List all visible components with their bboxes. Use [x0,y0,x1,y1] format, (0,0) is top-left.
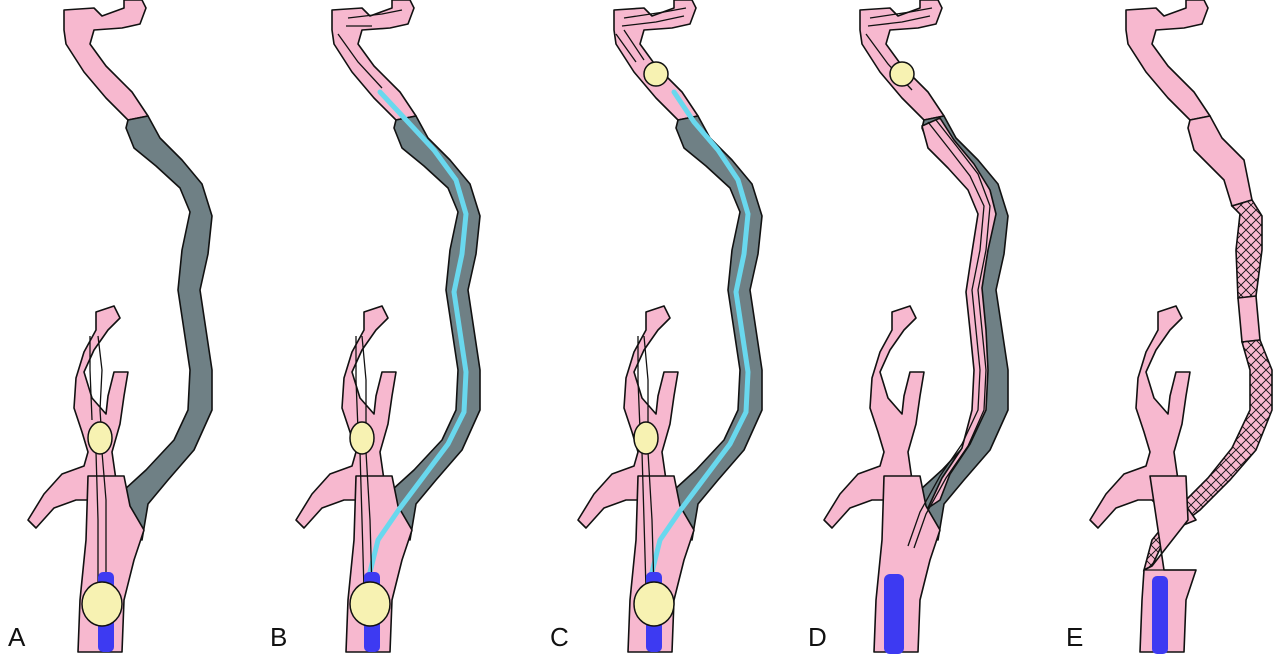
panel-label-a: A [8,622,26,652]
panel-c: C [550,0,763,653]
panel-d: D [808,0,1009,654]
panel-a: A [8,0,213,653]
stent-upper [1230,199,1263,299]
panel-label-c: C [550,622,569,652]
balloon-icon [87,421,113,455]
panel-e: E [1066,0,1273,654]
panel-label-b: B [270,622,287,652]
panel-label-e: E [1066,622,1083,652]
panel-b: B [270,0,481,653]
panel-label-d: D [808,622,827,652]
